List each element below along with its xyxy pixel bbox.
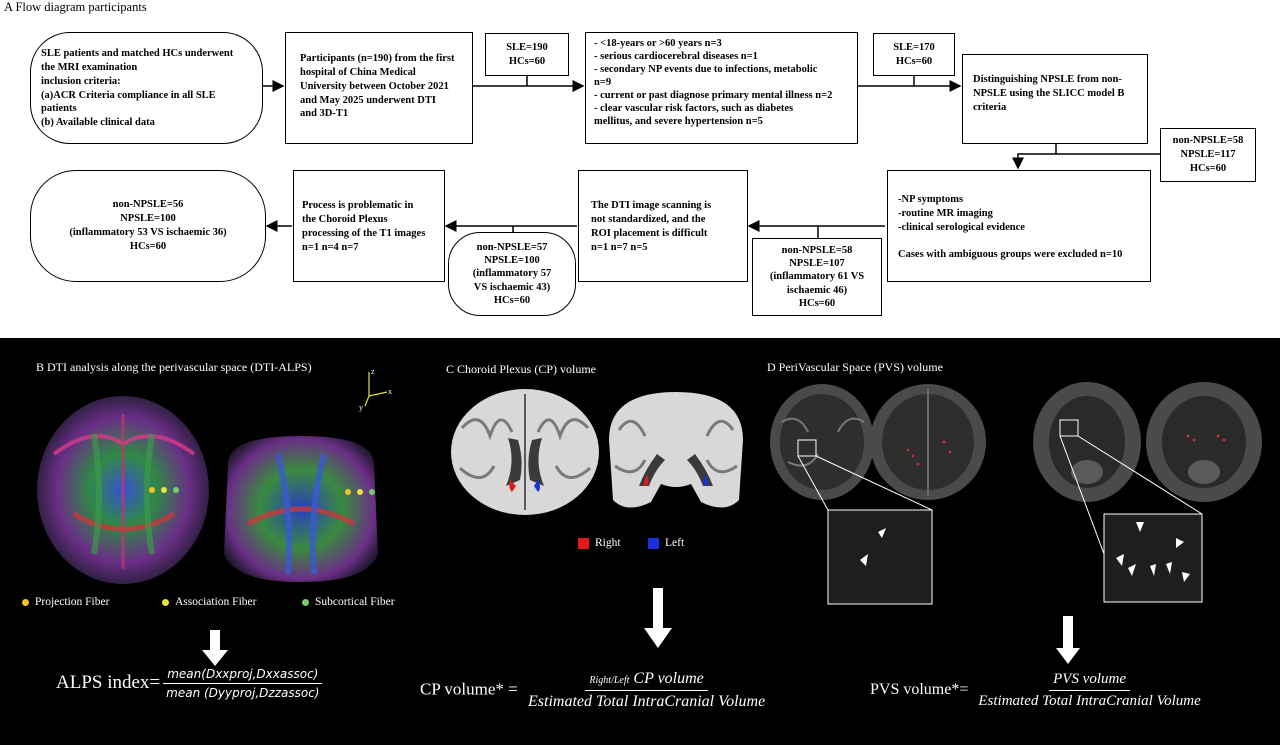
- exclusion-box-1: - <18-years or >60 years n=3- serious ca…: [585, 32, 858, 144]
- association-dot-icon: [162, 598, 169, 606]
- dti-axial-brain-image: [37, 396, 209, 584]
- axis-gizmo-icon: z x y: [359, 367, 392, 412]
- pvs-formula-denominator: Estimated Total IntraCranial Volume: [978, 693, 1201, 709]
- axis-x-label: x: [388, 387, 392, 396]
- subcortical-dot-icon: [302, 598, 309, 606]
- panel-d-title: D PeriVascular Space (PVS) volume: [767, 360, 943, 374]
- axis-z-label: z: [371, 367, 375, 376]
- pvs-formula-numerator: PVS volume: [1049, 671, 1131, 691]
- alps-formula-lhs: ALPS index=: [56, 671, 161, 693]
- arrow-distinguish-to-criteria: [1012, 143, 1057, 170]
- exclusion-box-2: -NP symptoms-routine MR imaging-clinical…: [887, 170, 1151, 282]
- down-arrow-icon: [644, 588, 672, 648]
- legend-association: Association Fiber: [162, 596, 256, 608]
- cp-axial-brain-image: [451, 389, 599, 515]
- pvs-formula-lhs: PVS volume*=: [870, 681, 973, 699]
- cp-formula-numerator: CP volume: [629, 670, 704, 687]
- cp-formula-lhs: CP volume* =: [420, 679, 522, 699]
- alps-formula: ALPS index= mean(Dxxproj,Dxxassoc) mean …: [56, 667, 323, 700]
- down-arrow-icon: [202, 630, 228, 666]
- legend-subcortical: Subcortical Fiber: [302, 596, 395, 608]
- methods-panel: B DTI analysis along the perivascular sp…: [0, 338, 1280, 745]
- panel-b-title: B DTI analysis along the perivascular sp…: [36, 360, 312, 374]
- cp-formula: CP volume* = Right/Left CP volume Estima…: [420, 670, 769, 711]
- legend-left: Left: [648, 537, 684, 549]
- distinguish-box: Distinguishing NPSLE from non-NPSLE usin…: [962, 54, 1148, 144]
- legend-right: Right: [578, 537, 621, 549]
- alps-formula-numerator: mean(Dxxproj,Dxxassoc): [163, 667, 323, 684]
- panel-a-title: A Flow diagram participants: [4, 0, 147, 14]
- pvs-brain-images-left: [770, 384, 986, 605]
- pvs-brain-images-right: [1033, 382, 1262, 603]
- down-arrow-icon: [1056, 616, 1080, 664]
- projection-dot-icon: [22, 598, 29, 606]
- right-swatch-icon: [578, 537, 589, 549]
- flow-arrows: [262, 76, 1160, 238]
- cp-formula-numerator-sub: Right/Left: [589, 675, 630, 686]
- axis-y-label: y: [359, 403, 363, 412]
- cp-formula-denominator: Estimated Total IntraCranial Volume: [528, 693, 766, 710]
- dti-coronal-brain-image: [224, 436, 378, 582]
- cp-coronal-brain-image: [609, 392, 743, 508]
- pvs-formula: PVS volume*= PVS volume Estimated Total …: [870, 671, 1205, 710]
- left-swatch-icon: [648, 537, 659, 549]
- alps-formula-denominator: mean (Dyyproj,Dzzassoc): [166, 686, 320, 700]
- panel-c-title: C Choroid Plexus (CP) volume: [446, 362, 597, 376]
- legend-projection: Projection Fiber: [22, 596, 109, 608]
